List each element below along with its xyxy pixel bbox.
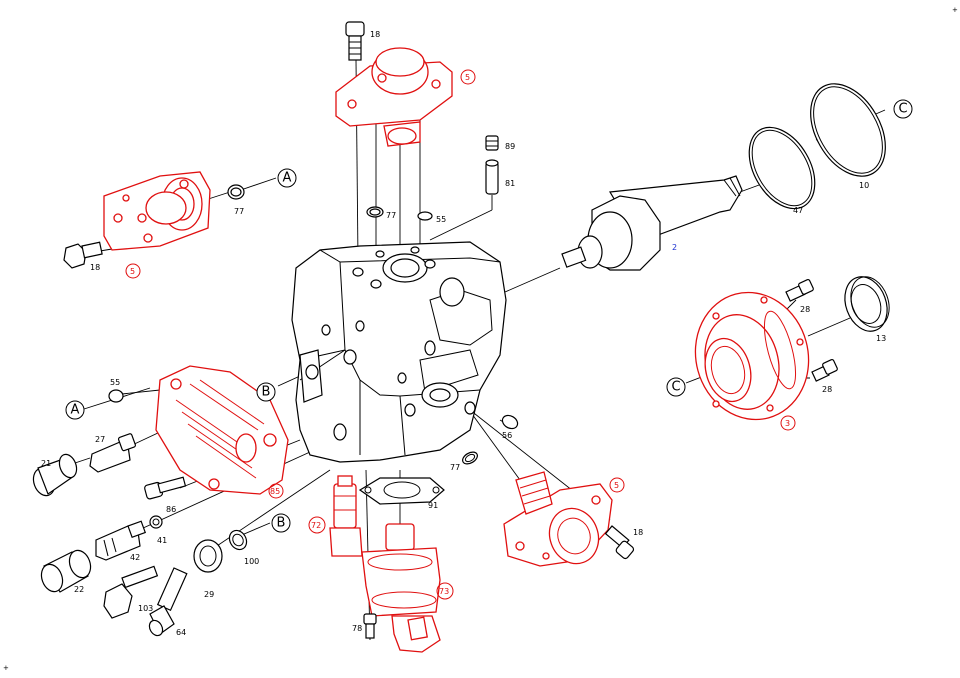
top-bolt bbox=[345, 21, 365, 61]
left-bolt-18 bbox=[63, 241, 103, 269]
banjo-bolt-103 bbox=[103, 565, 159, 619]
label-18-right: 18 bbox=[633, 528, 643, 537]
o-ring-10 bbox=[810, 83, 886, 177]
label-64: 64 bbox=[176, 628, 186, 637]
ref-b-mid: B bbox=[256, 382, 276, 402]
washer-100 bbox=[228, 529, 248, 551]
bolt-28-b bbox=[811, 358, 838, 382]
bolt-28-a bbox=[785, 278, 814, 302]
label-42: 42 bbox=[130, 553, 140, 562]
valve-72 bbox=[329, 475, 363, 557]
label-77-right: 77 bbox=[450, 463, 460, 472]
label-5-right: 5 bbox=[614, 481, 619, 490]
label-5-left: 5 bbox=[130, 267, 135, 276]
right-flange bbox=[694, 291, 810, 421]
pin-64 bbox=[148, 605, 175, 637]
ref-b-bottom: B bbox=[271, 513, 291, 533]
label-55-left: 55 bbox=[110, 378, 120, 387]
label-78: 78 bbox=[352, 624, 362, 633]
left-flange bbox=[103, 171, 211, 251]
svg-text:A: A bbox=[283, 171, 292, 186]
label-29: 29 bbox=[204, 590, 214, 599]
svg-text:C: C bbox=[898, 102, 907, 117]
o-ring-47 bbox=[748, 126, 816, 210]
part-89-81 bbox=[485, 135, 499, 195]
label-91: 91 bbox=[428, 501, 438, 510]
label-89: 89 bbox=[505, 142, 515, 151]
label-77-mid: 77 bbox=[386, 211, 396, 220]
label-85: 85 bbox=[270, 487, 280, 496]
label-27: 27 bbox=[95, 435, 105, 444]
label-18-top: 18 bbox=[370, 30, 380, 39]
screw-78 bbox=[363, 613, 377, 639]
svg-text:B: B bbox=[262, 385, 271, 400]
corner-mark-bottom-left: + bbox=[3, 664, 9, 672]
fitting-27 bbox=[89, 433, 136, 473]
label-77-left: 77 bbox=[234, 207, 244, 216]
label-103: 103 bbox=[138, 604, 153, 613]
svg-text:A: A bbox=[71, 403, 80, 418]
label-22: 22 bbox=[74, 585, 84, 594]
bottom-right-flange bbox=[503, 471, 613, 567]
label-18-left: 18 bbox=[90, 263, 100, 272]
ref-a-top: A bbox=[277, 168, 297, 188]
drive-shaft bbox=[561, 175, 743, 271]
ref-c-right: C bbox=[666, 377, 686, 397]
label-28-b: 28 bbox=[822, 385, 832, 394]
label-47: 47 bbox=[793, 206, 803, 215]
label-73: 73 bbox=[439, 587, 449, 596]
corner-mark-top-right: + bbox=[952, 6, 958, 14]
seal-55-left bbox=[108, 389, 124, 403]
left-cover bbox=[155, 365, 289, 495]
valve-73 bbox=[361, 523, 441, 653]
right-seals bbox=[462, 414, 519, 465]
label-10: 10 bbox=[859, 181, 869, 190]
banjo-29 bbox=[156, 539, 223, 612]
label-5-top: 5 bbox=[465, 73, 470, 82]
label-100: 100 bbox=[244, 557, 259, 566]
washer-41 bbox=[149, 515, 163, 529]
top-flange bbox=[335, 47, 453, 147]
mid-seals bbox=[366, 206, 433, 221]
bolt-86 bbox=[144, 476, 187, 500]
label-72: 72 bbox=[311, 521, 321, 530]
label-55-mid: 55 bbox=[436, 215, 446, 224]
nozzle-42 bbox=[95, 520, 147, 561]
label-81: 81 bbox=[505, 179, 515, 188]
label-13: 13 bbox=[876, 334, 886, 343]
label-56: 56 bbox=[502, 431, 512, 440]
label-86: 86 bbox=[166, 505, 176, 514]
label-21: 21 bbox=[41, 459, 51, 468]
seal-13 bbox=[844, 276, 890, 332]
label-28-a: 28 bbox=[800, 305, 810, 314]
ref-a-left: A bbox=[65, 400, 85, 420]
pump-housing bbox=[291, 241, 507, 463]
label-2: 2 bbox=[672, 243, 677, 252]
red-label-circles bbox=[125, 69, 796, 600]
label-3: 3 bbox=[785, 419, 790, 428]
left-seal-77 bbox=[227, 184, 245, 200]
cap-21 bbox=[32, 453, 78, 497]
svg-text:B: B bbox=[277, 516, 286, 531]
cap-22 bbox=[40, 549, 92, 593]
bolt-18-right bbox=[604, 525, 635, 560]
label-41: 41 bbox=[157, 536, 167, 545]
gasket-91 bbox=[358, 477, 445, 505]
ref-c-top: C bbox=[893, 99, 913, 119]
svg-text:C: C bbox=[671, 380, 680, 395]
